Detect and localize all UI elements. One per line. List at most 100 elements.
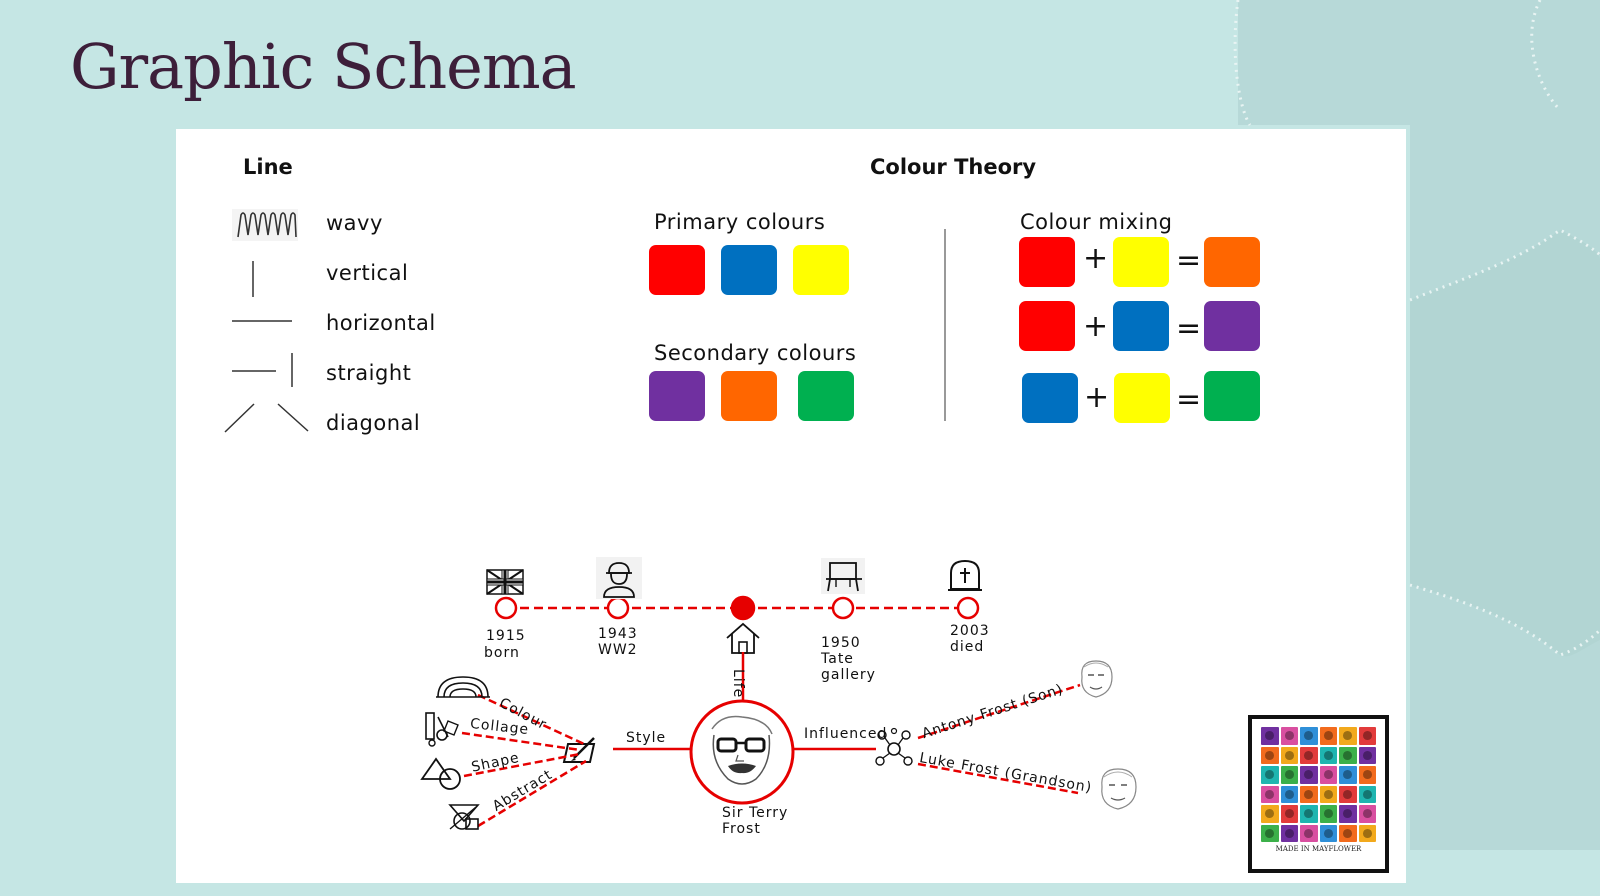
poster-tile: [1300, 785, 1318, 803]
poster-tile: [1358, 824, 1376, 842]
poster-tile: [1358, 805, 1376, 823]
network-people-icon: [875, 727, 913, 766]
primary-yellow-swatch: [793, 245, 849, 295]
poster-tile: [1339, 824, 1357, 842]
timeline-year-2003: 2003: [950, 623, 990, 639]
rainbow-icon: [436, 676, 490, 698]
mix3-blue-swatch: [1022, 373, 1078, 423]
timeline-node-1943: [606, 596, 630, 620]
poster-tile: [1280, 727, 1298, 745]
easel-icon: [821, 558, 865, 594]
mix2-red-swatch: [1019, 301, 1075, 351]
terry-frost-portrait: [711, 715, 773, 785]
mix1-red-swatch: [1019, 237, 1075, 287]
poster-tile: [1319, 727, 1337, 745]
poster-tile: [1261, 746, 1279, 764]
poster-tile: [1280, 766, 1298, 784]
poster-tile: [1300, 824, 1318, 842]
line-label-straight: straight: [326, 361, 412, 385]
timeline-node-life: [730, 595, 756, 621]
poster-tile: [1261, 824, 1279, 842]
horizontal-line-icon: [232, 320, 292, 322]
line-label-wavy: wavy: [326, 211, 383, 235]
timeline-year-1943: 1943: [598, 626, 638, 642]
poster-tile: [1300, 805, 1318, 823]
poster-tile: [1339, 746, 1357, 764]
schema-card: Line wavy vertical horizontal straight d…: [176, 129, 1406, 883]
life-label: Life: [730, 669, 746, 699]
poster-artwork-grid: [1261, 727, 1376, 842]
poster-tile: [1358, 785, 1376, 803]
mix1-plus: +: [1083, 241, 1109, 276]
poster-tile: [1280, 785, 1298, 803]
center-name-label: Sir Terry Frost: [722, 805, 789, 837]
poster-tile: [1261, 785, 1279, 803]
abstract-art-icon: [448, 804, 480, 830]
diagonal-lines-icon: [224, 403, 309, 433]
mix1-yellow-swatch: [1113, 237, 1169, 287]
poster-tile: [1300, 746, 1318, 764]
poster-tile: [1319, 805, 1337, 823]
mix3-equals: =: [1176, 382, 1202, 417]
colour-theory-title: Colour Theory: [870, 155, 1037, 179]
secondary-colours-title: Secondary colours: [654, 341, 857, 365]
antony-frost-portrait: [1081, 660, 1113, 698]
poster-tile: [1280, 805, 1298, 823]
poster-tile: [1261, 727, 1279, 745]
union-jack-flag-icon: [486, 569, 524, 595]
timeline-text-ww2: WW2: [598, 642, 638, 658]
mix3-plus: +: [1084, 380, 1110, 415]
secondary-green-swatch: [798, 371, 854, 421]
vertical-line-icon: [252, 261, 254, 297]
poster-tile: [1358, 727, 1376, 745]
poster-caption: MADE IN MAYFLOWER: [1275, 845, 1362, 853]
soldier-icon: [596, 557, 642, 599]
timeline-year-1915: 1915: [486, 628, 526, 644]
poster-tile: [1319, 824, 1337, 842]
poster-tile: [1319, 785, 1337, 803]
mix2-blue-swatch: [1113, 301, 1169, 351]
colour-mixing-title: Colour mixing: [1020, 210, 1173, 234]
wavy-line-icon: [232, 209, 298, 241]
timeline-text-born: born: [484, 645, 520, 661]
mix2-plus: +: [1083, 309, 1109, 344]
collage-tools-icon: [425, 712, 459, 747]
poster-tile: [1358, 766, 1376, 784]
timeline-node-2003: [956, 596, 980, 620]
secondary-purple-swatch: [649, 371, 705, 421]
mix2-equals: =: [1176, 311, 1202, 346]
poster-tile: [1300, 727, 1318, 745]
poster-tile: [1319, 766, 1337, 784]
poster-tile: [1339, 805, 1357, 823]
mix1-orange-swatch: [1204, 237, 1260, 287]
style-label: Style: [626, 730, 667, 746]
slide-title: Graphic Schema: [70, 30, 577, 103]
mix1-equals: =: [1176, 243, 1202, 278]
primary-red-swatch: [649, 245, 705, 295]
primary-colours-title: Primary colours: [654, 210, 826, 234]
timeline-text-tate-gallery: Tate gallery: [821, 651, 876, 683]
terry-frost-diagram: [420, 557, 1137, 830]
line-label-vertical: vertical: [326, 261, 409, 285]
poster-tile: [1339, 766, 1357, 784]
luke-frost-portrait: [1101, 768, 1137, 810]
shapes-icon: [420, 757, 461, 790]
timeline-node-1915: [494, 596, 518, 620]
influenced-label: Influenced: [804, 726, 888, 742]
secondary-orange-swatch: [721, 371, 777, 421]
mix3-yellow-swatch: [1114, 373, 1170, 423]
poster-tile: [1261, 766, 1279, 784]
mayflower-poster-thumbnail: MADE IN MAYFLOWER: [1248, 715, 1389, 873]
primary-blue-swatch: [721, 245, 777, 295]
poster-tile: [1339, 727, 1357, 745]
mix3-green-swatch: [1204, 371, 1260, 421]
line-label-diagonal: diagonal: [326, 411, 421, 435]
poster-tile: [1280, 824, 1298, 842]
timeline-node-1950: [831, 596, 855, 620]
timeline-year-1950: 1950: [821, 635, 861, 651]
colour-divider: [944, 229, 946, 421]
poster-tile: [1358, 746, 1376, 764]
line-label-horizontal: horizontal: [326, 311, 436, 335]
mix2-purple-swatch: [1204, 301, 1260, 351]
